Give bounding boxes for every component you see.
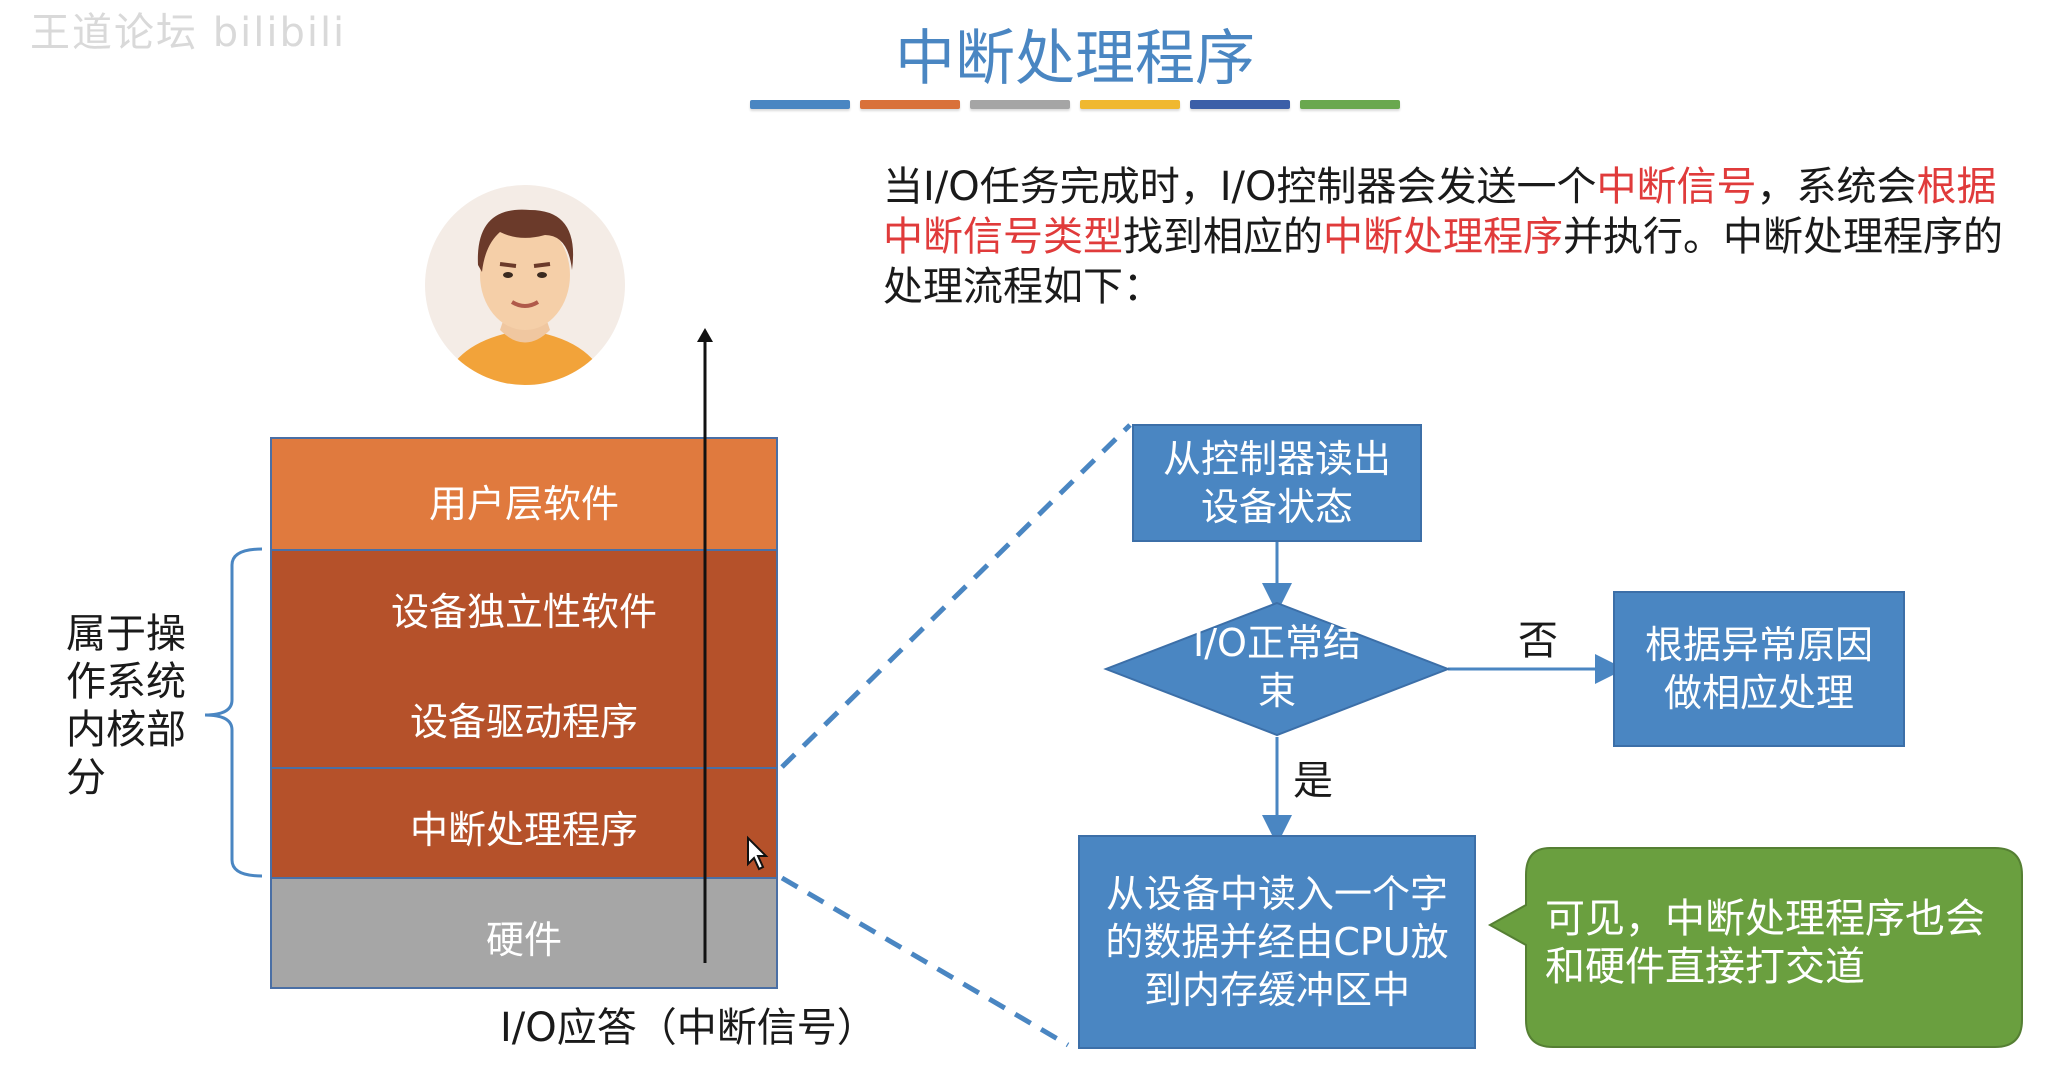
flow-abnormal-text: 根据异常原因做相应处理 [1644, 623, 1873, 715]
layer-device-independent-label: 设备独立性软件 [390, 590, 657, 634]
intro-highlight-handler: 中断处理程序 [1323, 214, 1563, 260]
kernel-label: 属于操作系统内核部分 [66, 611, 186, 801]
mouse-cursor-icon [747, 835, 769, 871]
flow-read-data-box: 从设备中读入一个字的数据并经由CPU放到内存缓冲区中 [1078, 835, 1476, 1049]
page-title: 中断处理程序 [895, 24, 1255, 94]
layer-user-software: 用户层软件 [270, 437, 778, 551]
flow-read-data-text: 从设备中读入一个字的数据并经由CPU放到内存缓冲区中 [1105, 872, 1449, 1012]
projection-line-bottom [780, 875, 1070, 1048]
title-bar-3 [970, 100, 1070, 109]
layer-device-driver-label: 设备驱动程序 [409, 700, 638, 744]
note-bubble [1487, 847, 2023, 1048]
intro-text-1: 当I/O任务完成时，I/O控制器会发送一个 [883, 164, 1597, 210]
intro-paragraph: 当I/O任务完成时，I/O控制器会发送一个中断信号，系统会根据中断信号类型找到相… [883, 162, 2033, 312]
io-response-arrow [697, 328, 713, 963]
layer-kernel-upper: 设备独立性软件 设备驱动程序 [270, 549, 778, 769]
flow-no-label: 否 [1518, 618, 1558, 664]
title-bar-5 [1190, 100, 1290, 109]
intro-text-4: 并执行。中断处理程序的处理流程如下： [883, 214, 2003, 310]
flow-decision-text: I/O正常结束 [1193, 621, 1361, 713]
layer-hardware-label: 硬件 [485, 918, 562, 962]
intro-text-2: ，系统会 [1756, 164, 1917, 210]
layer-interrupt-handler-label: 中断处理程序 [409, 808, 638, 852]
user-avatar [425, 185, 625, 385]
projection-line-top [780, 423, 1132, 769]
flow-abnormal-box: 根据异常原因做相应处理 [1613, 591, 1905, 747]
layer-user-software-label: 用户层软件 [428, 482, 619, 526]
watermark: 王道论坛 bilibili [30, 10, 347, 56]
flow-read-status-text: 从控制器读出设备状态 [1162, 437, 1391, 529]
decision-diamond [1103, 601, 1451, 737]
io-response-label: I/O应答（中断信号） [500, 1005, 877, 1051]
note-text: 可见，中断处理程序也会和硬件直接打交道 [1545, 896, 1985, 990]
title-underline [750, 100, 1400, 109]
title-bar-4 [1080, 100, 1180, 109]
title-bar-6 [1300, 100, 1400, 109]
intro-highlight-interrupt-signal: 中断信号 [1596, 164, 1757, 210]
flow-yes-label: 是 [1293, 758, 1333, 804]
kernel-brace [204, 547, 263, 878]
title-bar-2 [860, 100, 960, 109]
flow-read-status-box: 从控制器读出设备状态 [1132, 424, 1422, 542]
intro-highlight-signal-type: 根据中断信号类型 [883, 164, 1997, 260]
intro-text-3: 找到相应的 [1123, 214, 1323, 260]
title-bar-1 [750, 100, 850, 109]
layer-hardware: 硬件 [270, 877, 778, 989]
